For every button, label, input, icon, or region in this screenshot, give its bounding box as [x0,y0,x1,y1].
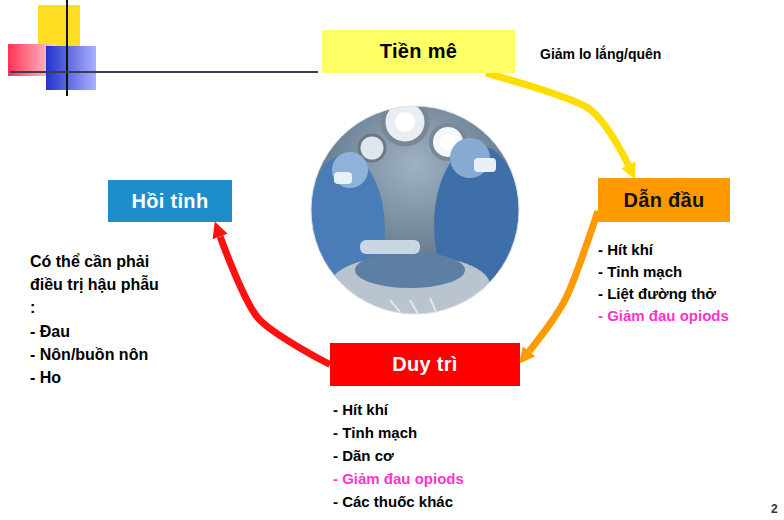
stage-box: Tiền mê [322,30,515,73]
stage-title: Hồi tỉnh [132,190,209,213]
page-number: 2 [771,498,778,520]
stage-note: Giảm lo lắng/quên [540,43,661,66]
cycle-arrow [220,237,330,365]
list-item: - Tỉnh mạch [598,260,682,283]
list-item: - Các thuốc khác [333,490,453,513]
stage-title: Tiền mê [380,40,457,63]
list-item: - Ho [30,366,61,389]
stage-box: Hồi tỉnh [108,180,232,222]
photo-rim [311,106,519,314]
list-item: - Hít khí [598,238,653,261]
stage-title: Duy trì [392,353,457,376]
cycle-arrow [529,211,598,351]
list-item: - Liệt đường thở [598,282,716,305]
list-item: - Nôn/buồn nôn [30,343,148,366]
list-item: - Dãn cơ [333,444,394,467]
corner-decoration [8,0,318,96]
stage-title: Dẫn đầu [624,189,705,212]
list-item: - Đau [30,320,70,343]
list-item: - Hít khí [333,398,388,421]
stage-box: Duy trì [330,343,520,386]
surgery-photo [300,100,530,320]
blue-square [46,46,96,90]
horizontal-rule [10,71,318,73]
vertical-rule [66,0,68,96]
stage-note: Có thể cần phải điều trị hậu phẫu : [30,250,162,319]
list-item: - Tỉnh mạch [333,421,417,444]
yellow-square [38,5,80,47]
stage-box: Dẫn đầu [598,178,730,222]
cycle-arrow [486,73,628,165]
list-item: - Giảm đau opiods [598,304,729,327]
list-item: - Giảm đau opiods [333,467,464,490]
